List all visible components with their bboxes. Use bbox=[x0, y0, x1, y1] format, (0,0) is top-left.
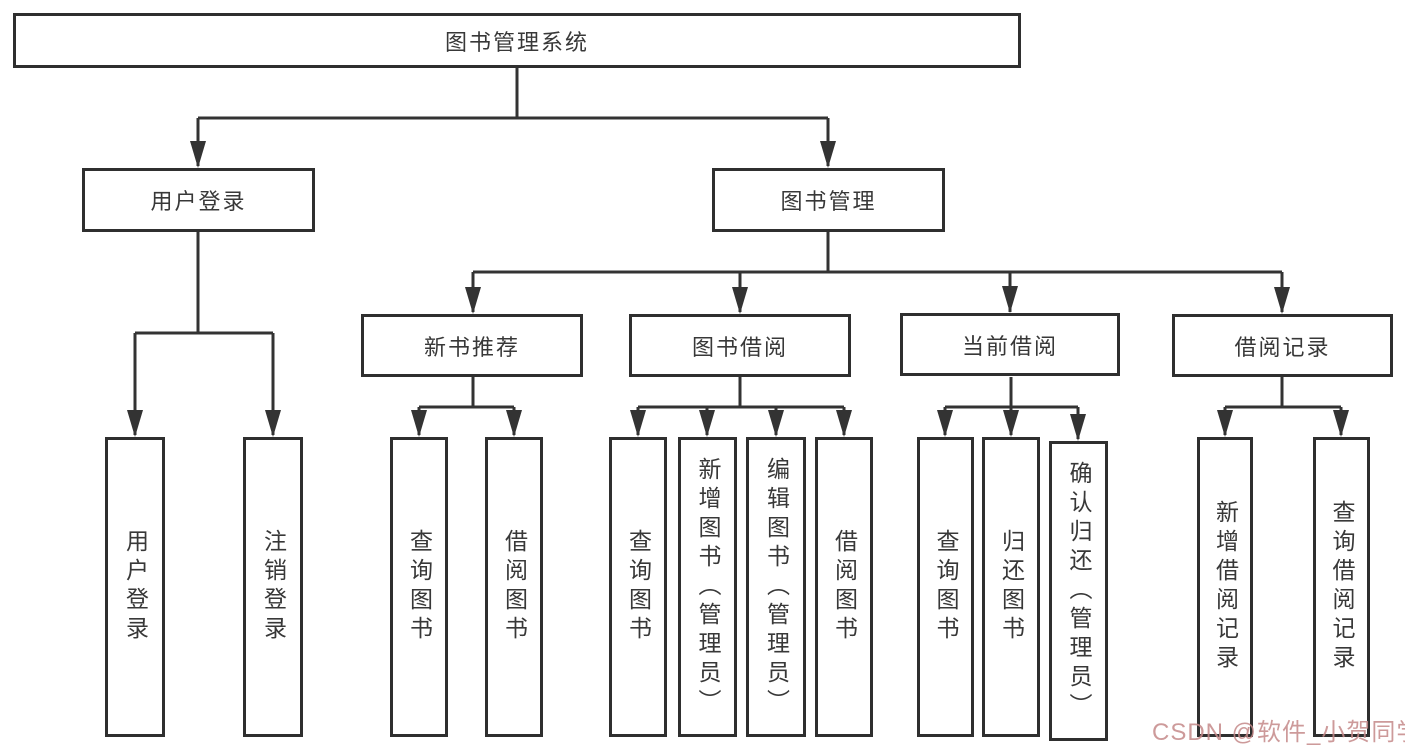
node-current-borrow-label: 当前借阅 bbox=[961, 333, 1058, 359]
leaf-borrow-query-books: 查询图书 bbox=[609, 437, 667, 737]
leaf-user-login-label: 用户登录 bbox=[122, 529, 149, 645]
leaf-logout-label: 注销登录 bbox=[260, 529, 287, 645]
leaf-logout: 注销登录 bbox=[243, 437, 303, 737]
node-new-book-recommend: 新书推荐 bbox=[361, 314, 583, 377]
leaf-newrec-borrow-books: 借阅图书 bbox=[485, 437, 543, 737]
node-user-login: 用户登录 bbox=[82, 168, 315, 232]
node-borrow-record-label: 借阅记录 bbox=[1234, 334, 1331, 360]
leaf-user-login: 用户登录 bbox=[105, 437, 165, 737]
node-book-borrow: 图书借阅 bbox=[629, 314, 851, 377]
leaf-newrec-query-books: 查询图书 bbox=[390, 437, 448, 737]
watermark: CSDN @软件_小贺同学 bbox=[1152, 719, 1405, 746]
node-book-management-label: 图书管理 bbox=[780, 189, 877, 214]
leaf-edit-books-admin: 编辑图书（管理员） bbox=[746, 437, 806, 737]
leaf-return-books-label: 归还图书 bbox=[998, 529, 1025, 645]
leaf-query-borrow-record: 查询借阅记录 bbox=[1313, 437, 1370, 737]
leaf-current-query-books-label: 查询图书 bbox=[933, 529, 959, 645]
leaf-newrec-query-books-label: 查询图书 bbox=[406, 529, 433, 645]
leaf-current-query-books: 查询图书 bbox=[917, 437, 974, 737]
node-new-book-recommend-label: 新书推荐 bbox=[423, 334, 520, 360]
leaf-edit-books-admin-label: 编辑图书（管理员） bbox=[763, 456, 790, 718]
node-book-management: 图书管理 bbox=[712, 168, 945, 232]
node-user-login-label: 用户登录 bbox=[150, 189, 247, 214]
leaf-borrow-query-books-label: 查询图书 bbox=[625, 529, 652, 645]
leaf-query-borrow-record-label: 查询借阅记录 bbox=[1329, 500, 1355, 674]
leaf-borrow-books: 借阅图书 bbox=[815, 437, 873, 737]
node-root: 图书管理系统 bbox=[13, 13, 1021, 68]
leaf-add-borrow-record-label: 新增借阅记录 bbox=[1212, 500, 1239, 674]
node-current-borrow: 当前借阅 bbox=[900, 313, 1120, 376]
leaf-confirm-return-admin-label: 确认归还（管理员） bbox=[1066, 460, 1092, 722]
leaf-borrow-books-label: 借阅图书 bbox=[831, 529, 858, 645]
leaf-add-borrow-record: 新增借阅记录 bbox=[1197, 437, 1253, 737]
node-root-label: 图书管理系统 bbox=[444, 29, 589, 55]
leaf-add-books-admin: 新增图书（管理员） bbox=[678, 437, 737, 737]
node-book-borrow-label: 图书借阅 bbox=[691, 334, 788, 360]
leaf-newrec-borrow-books-label: 借阅图书 bbox=[501, 529, 528, 645]
leaf-add-books-admin-label: 新增图书（管理员） bbox=[695, 456, 721, 718]
leaf-confirm-return-admin: 确认归还（管理员） bbox=[1049, 441, 1108, 741]
leaf-return-books: 归还图书 bbox=[982, 437, 1040, 737]
node-borrow-record: 借阅记录 bbox=[1172, 314, 1393, 377]
